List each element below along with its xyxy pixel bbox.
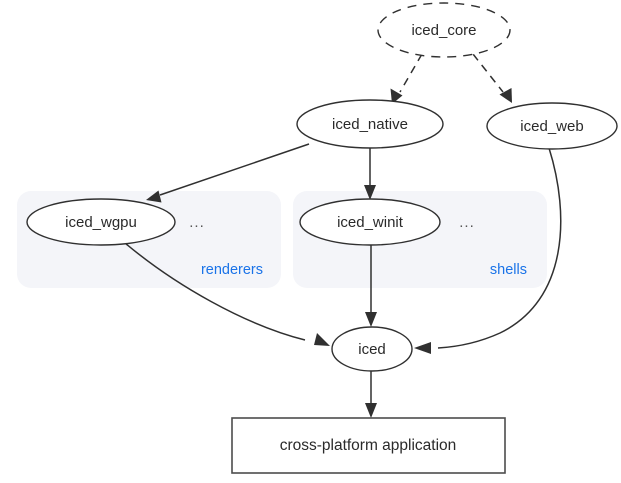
node-iced-wgpu-ellipse[interactable]	[26, 198, 176, 246]
edge-iced-wgpu-to-iced-line	[124, 242, 306, 341]
edge-iced-web-to-iced-arrowhead	[414, 342, 431, 354]
edge-iced-core-to-iced-native-line	[399, 53, 423, 93]
node-iced-web-ellipse[interactable]	[486, 102, 618, 150]
node-iced-web[interactable]: iced_web	[486, 102, 618, 150]
node-iced-winit-ellipse[interactable]	[299, 198, 441, 246]
node-cross-platform-application[interactable]: cross-platform application	[231, 417, 506, 474]
edge-iced-web-to-iced-line	[437, 147, 562, 349]
edge-iced-core-to-iced-native-arrowhead	[390, 88, 403, 104]
node-cross-platform-application-label: cross-platform application	[280, 437, 457, 454]
node-iced-native[interactable]: iced_native	[296, 99, 444, 149]
edge-iced-core-to-iced-web-line	[472, 53, 504, 93]
edge-iced-native-to-iced-winit-arrowhead	[364, 185, 376, 200]
node-iced-native-label: iced_native	[332, 116, 408, 133]
edge-iced-web-to-iced	[414, 147, 562, 354]
cluster-renderers-ellipsis: ...	[189, 214, 205, 231]
node-iced-winit-label: iced_winit	[337, 214, 404, 231]
edge-iced-winit-to-iced	[365, 245, 377, 327]
edge-iced-winit-to-iced-arrowhead	[365, 312, 377, 327]
node-iced-core[interactable]: iced_core	[377, 2, 511, 58]
node-iced-label: iced	[358, 341, 386, 358]
edge-iced-core-to-iced-web-arrowhead	[499, 88, 512, 103]
node-iced[interactable]: iced	[331, 326, 413, 372]
node-iced-ellipse[interactable]	[331, 326, 413, 372]
edge-iced-to-application-arrowhead	[365, 403, 377, 418]
edge-iced-wgpu-to-iced	[124, 242, 330, 346]
edge-iced-core-to-iced-native	[390, 53, 423, 104]
edge-iced-native-to-iced-winit	[364, 148, 376, 200]
cluster-shells-ellipsis: ...	[459, 214, 475, 231]
edge-iced-native-to-iced-wgpu-line	[159, 143, 310, 196]
cluster-renderers-label: renderers	[201, 262, 263, 278]
node-iced-web-label: iced_web	[520, 118, 583, 135]
cluster-shells-label: shells	[490, 262, 527, 278]
node-iced-core-ellipse[interactable]	[377, 2, 511, 58]
node-iced-winit[interactable]: iced_winit	[299, 198, 441, 246]
edge-iced-core-to-iced-web	[472, 53, 512, 103]
node-iced-wgpu-label: iced_wgpu	[65, 214, 137, 231]
node-iced-core-label: iced_core	[411, 22, 476, 39]
edge-iced-native-to-iced-wgpu-arrowhead	[146, 190, 162, 203]
edge-iced-native-to-iced-wgpu	[146, 143, 310, 203]
node-iced-wgpu[interactable]: iced_wgpu	[26, 198, 176, 246]
edge-iced-wgpu-to-iced-arrowhead	[314, 333, 330, 346]
node-iced-native-ellipse[interactable]	[296, 99, 444, 149]
edge-iced-to-application	[365, 371, 377, 418]
node-cross-platform-application-rect[interactable]	[231, 417, 506, 474]
